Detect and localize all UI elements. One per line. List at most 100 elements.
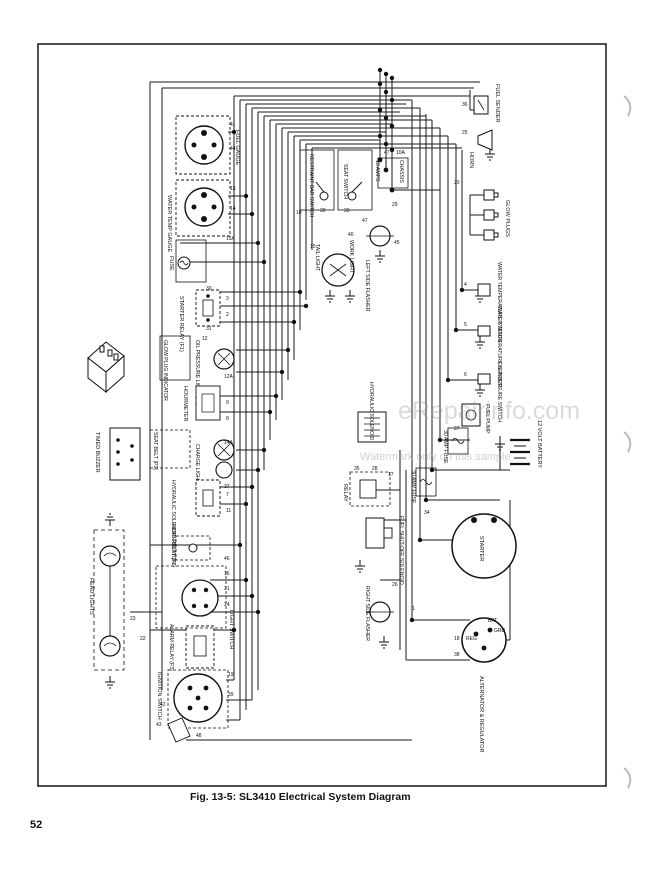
wire-harness-horizontal	[130, 81, 511, 741]
starter-relay: STARTER RELAY (F1)	[178, 289, 221, 352]
starter-label: STARTER	[478, 536, 484, 561]
wire-number: 16	[224, 571, 230, 577]
horn-button-label: HORN BUTTON	[170, 524, 176, 564]
wire-number: 11	[226, 508, 231, 514]
wire-number: 18	[454, 636, 460, 642]
hydraulic-solenoid-relay-label: HYDRAULIC SOLENOID RELAY (F2)	[170, 480, 176, 567]
water-temp-gauge-label: WATER TEMP GAUGE	[166, 195, 172, 253]
harness-connectors	[231, 67, 465, 633]
wire-number: 14	[230, 206, 236, 212]
wire-number-labels: 41 44 13 14 15A 12A 14A 37 46 16 21 24 1…	[130, 102, 468, 739]
hydraulic-solenoid-relay: HYDRAULIC SOLENOID RELAY (F2)	[170, 479, 221, 567]
wire-number: 17	[388, 472, 394, 478]
fuel-pump: FUEL PUMP	[461, 403, 490, 434]
oil-pressure-light-label: OIL PRESSURE LIGHT (P1)	[194, 340, 200, 406]
fuel-shutoff-solenoid-label: FUEL SHUT-OFF SOLENOID	[398, 516, 404, 585]
wire-number: 32	[320, 208, 326, 214]
diagram-frame	[37, 43, 607, 787]
fuse: FUSE	[168, 239, 207, 283]
wire-number: 20	[454, 180, 460, 186]
hourmeter-label: HOURMETER	[182, 386, 188, 421]
restraint-bar-switch-label: RESTRAINT BAR SWITCH	[308, 154, 314, 218]
glow-plugs: GLOW PLUGS	[483, 189, 510, 241]
water-temp-gauge: WATER TEMP GAUGE	[166, 179, 231, 253]
wire-number: 10A	[396, 150, 406, 156]
amp-fuse-30-upper-label: 30 AMP FUSE	[442, 430, 448, 464]
wire-number: 14A	[224, 440, 234, 446]
oil-pressure-switch: OIL PRESSURE SWITCH	[477, 362, 502, 422]
amp-fuse-30-lower: 30 AMP FUSE	[410, 467, 437, 504]
wire-number: 29	[392, 202, 398, 208]
wire-number: 25	[462, 130, 468, 136]
left-side-flasher: LEFT SIDE FLASHER	[364, 225, 394, 312]
wire-number: 9	[226, 400, 229, 406]
charge-light-label: CHARGE LIGHT (P3)	[194, 444, 200, 494]
wire-number: 31	[206, 326, 212, 332]
horn: HORN	[468, 129, 493, 168]
timed-buzzer: TIMED BUZZER	[94, 427, 141, 481]
seat-switch: SEAT SWITCH	[337, 149, 373, 211]
fuel-shutoff-solenoid: FUEL SHUT-OFF SOLENOID	[365, 516, 404, 585]
wire-number: 37	[224, 484, 230, 490]
relay-label: RELAY	[342, 484, 348, 502]
starter-relay-label: STARTER RELAY (F1)	[178, 296, 184, 352]
fuel-sender-label: FUEL SENDER	[494, 84, 500, 122]
wire-number: 24	[224, 602, 230, 608]
alternator-regulator: REG BAT GRD ALTERNATOR & REGULATOR	[461, 617, 507, 753]
amp-fuse-30-lower-label: 30 AMP FUSE	[410, 470, 416, 504]
horn-button: HORN BUTTON	[170, 524, 211, 564]
wire-number: 15A	[226, 236, 236, 242]
left-side-flasher-label: LEFT SIDE FLASHER	[364, 260, 370, 312]
head-lights: HEAD LIGHTS	[88, 529, 125, 671]
bat-label: BAT	[488, 618, 497, 624]
alarm-relay: ALARM RELAY (F3)	[168, 624, 215, 671]
wire-number: 30	[206, 286, 212, 292]
restraint-bar-switch: RESTRAINT BAR SWITCH	[299, 149, 335, 218]
wire-number: 46	[224, 556, 230, 562]
seat-switch-label: SEAT SWITCH	[342, 164, 348, 199]
page-curl-mark	[623, 767, 632, 789]
wire-number: 1	[412, 606, 415, 612]
relay: RELAY	[342, 471, 391, 507]
page-curl-mark	[623, 95, 632, 117]
wire-harness-vertical	[149, 70, 471, 740]
right-side-flasher-label: RIGHT SIDE FLASHER	[364, 586, 370, 641]
wire-number: 19	[228, 672, 234, 678]
wire-number: 12A	[224, 374, 234, 380]
ignition-switch-label: IGNITION SWITCH	[156, 672, 162, 720]
ground-symbols	[105, 148, 505, 689]
wire-number: 33	[344, 208, 350, 214]
water-temperature-switch: WATER TEMPERATURE SWITCH	[477, 262, 502, 342]
wire-number: 21	[224, 586, 230, 592]
battery-label: 12 VOLT BATTERY	[536, 420, 542, 468]
oil-pressure-switch-label: OIL PRESSURE SWITCH	[496, 362, 502, 422]
wire-number: 40	[348, 232, 354, 238]
wire-number: 44	[230, 146, 236, 152]
water-temperature-sender: WATER TEMPERATURE SENDER	[477, 306, 502, 388]
fuel-pump-label: FUEL PUMP	[484, 404, 490, 434]
seat-belt-label: SEAT BELT (P2)	[152, 432, 158, 471]
wire-number: 26	[392, 582, 398, 588]
wire-number: 48	[196, 733, 202, 739]
horn-label: HORN	[468, 152, 474, 168]
alternator-regulator-label: ALTERNATOR & REGULATOR	[478, 676, 484, 753]
wire-number: 43	[156, 722, 162, 728]
wire-number: 34	[424, 510, 430, 516]
water-temperature-sender-label: WATER TEMPERATURE SENDER	[496, 306, 502, 388]
chassis-label: CHASSIS	[398, 160, 404, 183]
wire-number: 35	[354, 466, 360, 472]
water-temperature-switch-label: WATER TEMPERATURE SWITCH	[496, 262, 502, 342]
fuel-gauge-label: FUEL GAUGE	[234, 130, 240, 166]
wire-number: 27	[454, 426, 460, 432]
amp-fuse-30-upper: 30 AMP FUSE	[442, 427, 469, 464]
page-curl-mark	[623, 431, 632, 453]
battery: 12 VOLT BATTERY	[499, 420, 542, 470]
starter: STARTER	[451, 513, 517, 579]
oil-pressure-light: OIL PRESSURE LIGHT (P1)	[194, 340, 235, 406]
light-switch: LIGHT SWITCH	[155, 565, 234, 649]
right-side-flasher: RIGHT SIDE FLASHER	[364, 586, 394, 641]
wire-number: 13	[230, 186, 236, 192]
hydraulic-solenoid: HYDRAULIC SOLENOID	[357, 382, 387, 443]
wire-number: 38	[454, 652, 460, 658]
